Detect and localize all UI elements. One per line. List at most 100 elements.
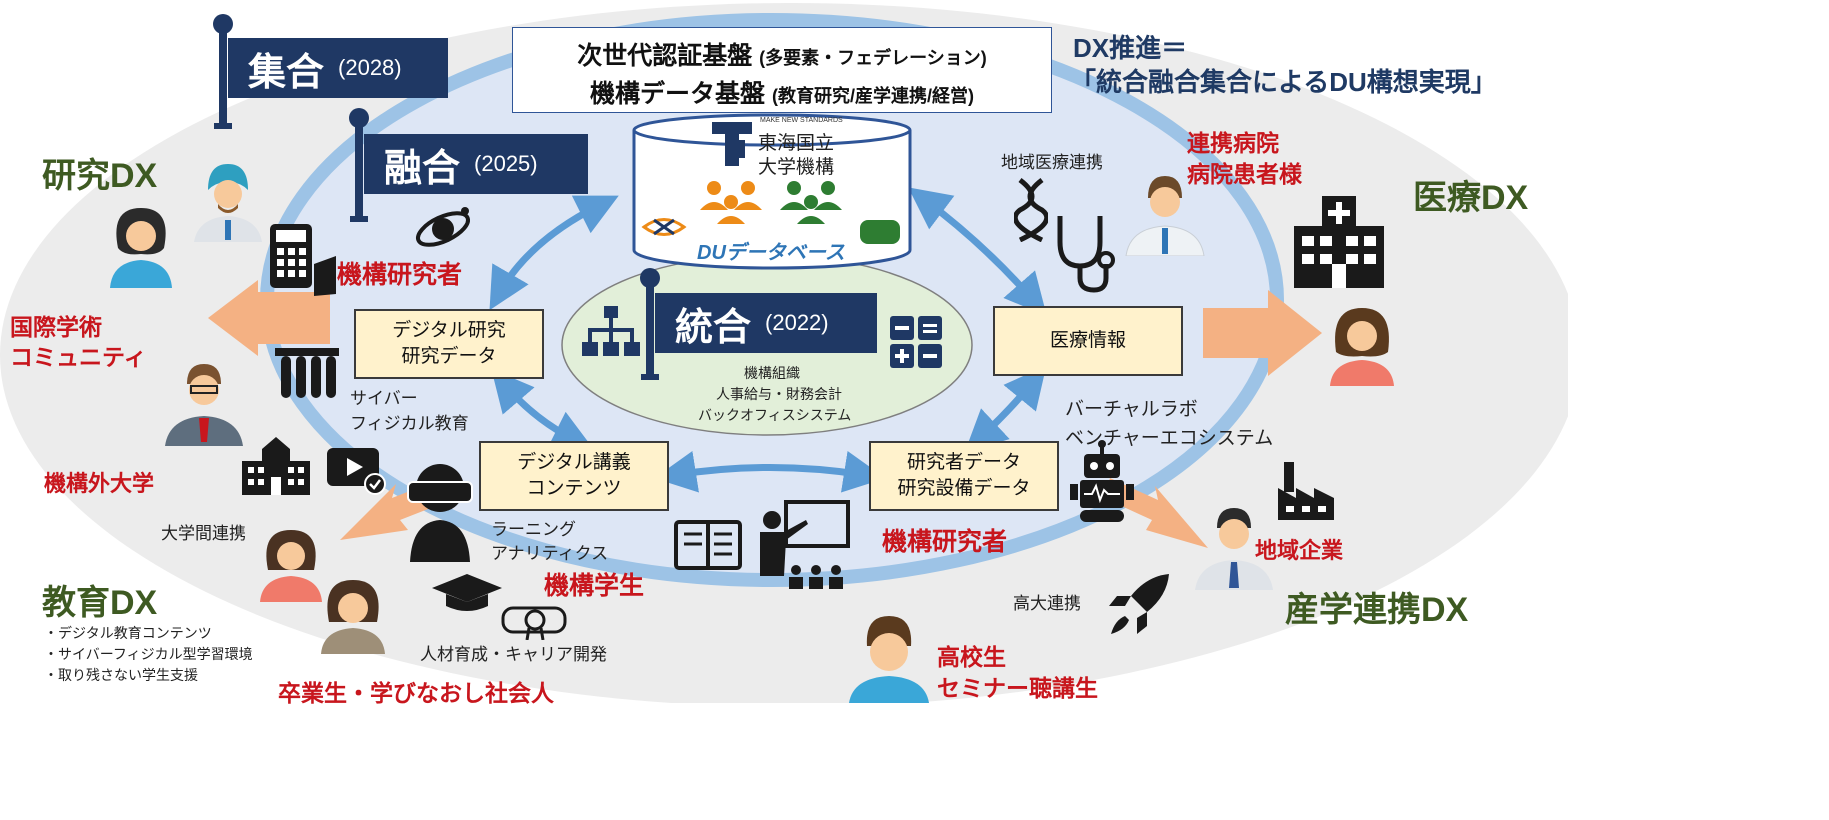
flag-shugo-year: (2028) [338,55,402,80]
box-digital-lecture-line1: デジタル講義 [517,452,631,473]
flag-togo-pole [646,282,654,377]
box-researcher-data: 研究者データ 研究設備データ [869,441,1059,511]
logo-tagline: MAKE NEW STANDARDS [760,117,843,124]
student-woman-icon [260,530,322,602]
domain-industry-dx: 産学連携DX [1285,591,1469,629]
label-virtual1: バーチャルラボ [1065,399,1198,420]
label-talent: 人材育成・キャリア開発 [420,645,607,664]
flag-shugo-label: 集合 [248,51,325,94]
flag-yugo-knob [349,108,369,128]
flag-togo-year: (2022) [765,310,829,335]
label-kikou-researcher-top: 機構研究者 [337,261,463,289]
flag-shugo-pole [219,30,227,125]
arrow-to-international [208,280,330,356]
flag-togo-foot [641,374,659,380]
businessman-person-icon [165,364,243,446]
flag-togo-label: 統合 [675,306,752,349]
factory-icon [1278,462,1334,520]
label-cyber2: フィジカル教育 [350,414,469,433]
label-kikou-researcher-bottom: 機構研究者 [882,528,1008,556]
university-logo-icon [712,122,752,166]
database-cylinder [632,113,912,270]
arrow-research-lecture [491,369,594,450]
label-high-school2: セミナー聴講生 [937,675,1098,701]
arrow-db-medical [908,187,1047,316]
flag-togo-knob [640,268,660,288]
logo-line1: 東海国立 [758,133,835,154]
flag-yugo-foot [350,216,368,222]
label-cyber1: サイバー [350,389,418,408]
org-chart-icon [582,306,640,356]
rocket-icon [1109,574,1169,634]
emblem-icon [641,218,687,236]
high-school-student-icon [849,616,929,703]
title-line1-sub: (多要素・フェデレーション) [759,48,987,68]
robot-icon [1070,440,1134,522]
label-local-company: 地域企業 [1255,538,1344,563]
label-partner-hospital2: 病院患者様 [1187,161,1302,187]
flag-togo: 統合 (2022) [655,293,877,353]
box-digital-research-line2: 研究データ [401,346,497,367]
book-icon [674,520,742,570]
domain-education-dx: 教育DX [42,584,158,622]
center-line3: バックオフィスシステム [698,407,852,423]
label-partner-hospital1: 連携病院 [1187,130,1279,156]
edu-bullet-1: ・デジタル教育コンテンツ [44,625,212,641]
label-virtual2: ベンチャーエコシステム [1065,428,1274,449]
flag-shugo-knob [213,14,233,34]
company-person-icon [1195,508,1273,590]
flag-shugo: 集合 (2028) [228,38,448,98]
label-learning2: アナリティクス [491,544,609,563]
domain-medical-dx: 医療DX [1413,179,1529,217]
box-medical-info: 医療情報 [993,306,1183,376]
domain-research-dx: 研究DX [42,157,158,195]
test-tubes-icon [275,348,339,398]
diploma-icon [501,606,567,640]
title-line2-sub: (教育研究/産学連携/経営) [771,86,974,106]
box-digital-research-line1: デジタル研究 [392,320,506,341]
box-digital-lecture: デジタル講義 コンテンツ [479,441,669,511]
label-inter-univ: 大学間連携 [161,524,246,543]
school-icon [242,437,310,495]
flag-yugo: 融合 (2025) [364,134,588,194]
dna-icon [1014,178,1048,242]
label-learning1: ラーニング [491,520,576,539]
arrow-lecture-researcher [654,450,886,493]
patient-person-icon [1330,308,1394,386]
edu-bullet-3: ・取り残さない学生支援 [44,667,198,683]
box-researcher-data-line2: 研究設備データ [897,478,1031,499]
box-digital-research: デジタル研究 研究データ [354,309,544,379]
dx-promotion-line2: 「統合融合集合によるDU構想実現」 [1070,67,1497,97]
seal-icon [860,220,900,244]
db-label: DUデータベース [697,242,845,264]
logo-line2: 大学機構 [758,157,835,178]
galaxy-icon [416,207,470,247]
label-international2: コミュニティ [10,344,147,370]
label-kikou-student: 機構学生 [544,572,645,600]
box-researcher-data-line1: 研究者データ [906,452,1021,473]
dx-diagram: 次世代認証基盤 (多要素・フェデレーション) 機構データ基盤 (教育研究/産学連… [0,3,1568,706]
arrow-db-research [489,195,619,311]
flag-yugo-label: 融合 [384,147,461,190]
label-regional-medical: 地域医療連携 [1001,153,1103,172]
title-line2: 機構データ基盤 [590,80,766,108]
label-international: 国際学術 [10,314,102,340]
title-line1: 次世代認証基盤 [577,42,753,70]
flag-yugo-pole [355,124,363,219]
arrow-medical-researcher [964,365,1047,453]
teacher-icon [760,500,850,589]
flag-yugo-year: (2025) [474,151,538,176]
researcher-person-icon [194,164,262,242]
calculator-icon [270,224,336,296]
hospital-icon [1294,196,1384,288]
box-digital-lecture-line2: コンテンツ [526,478,622,499]
label-hs-univ: 高大連携 [1013,594,1081,613]
graduate-woman-icon [321,580,385,654]
dx-promotion-line1: DX推進＝ [1073,33,1188,63]
label-graduates: 卒業生・学びなおし社会人 [278,680,554,706]
doctor-person-icon [1125,176,1205,256]
calc-pad-icon [890,316,942,368]
woman-person-icon [110,208,172,288]
vr-headset-icon [407,464,473,562]
label-high-school1: 高校生 [937,644,1006,670]
